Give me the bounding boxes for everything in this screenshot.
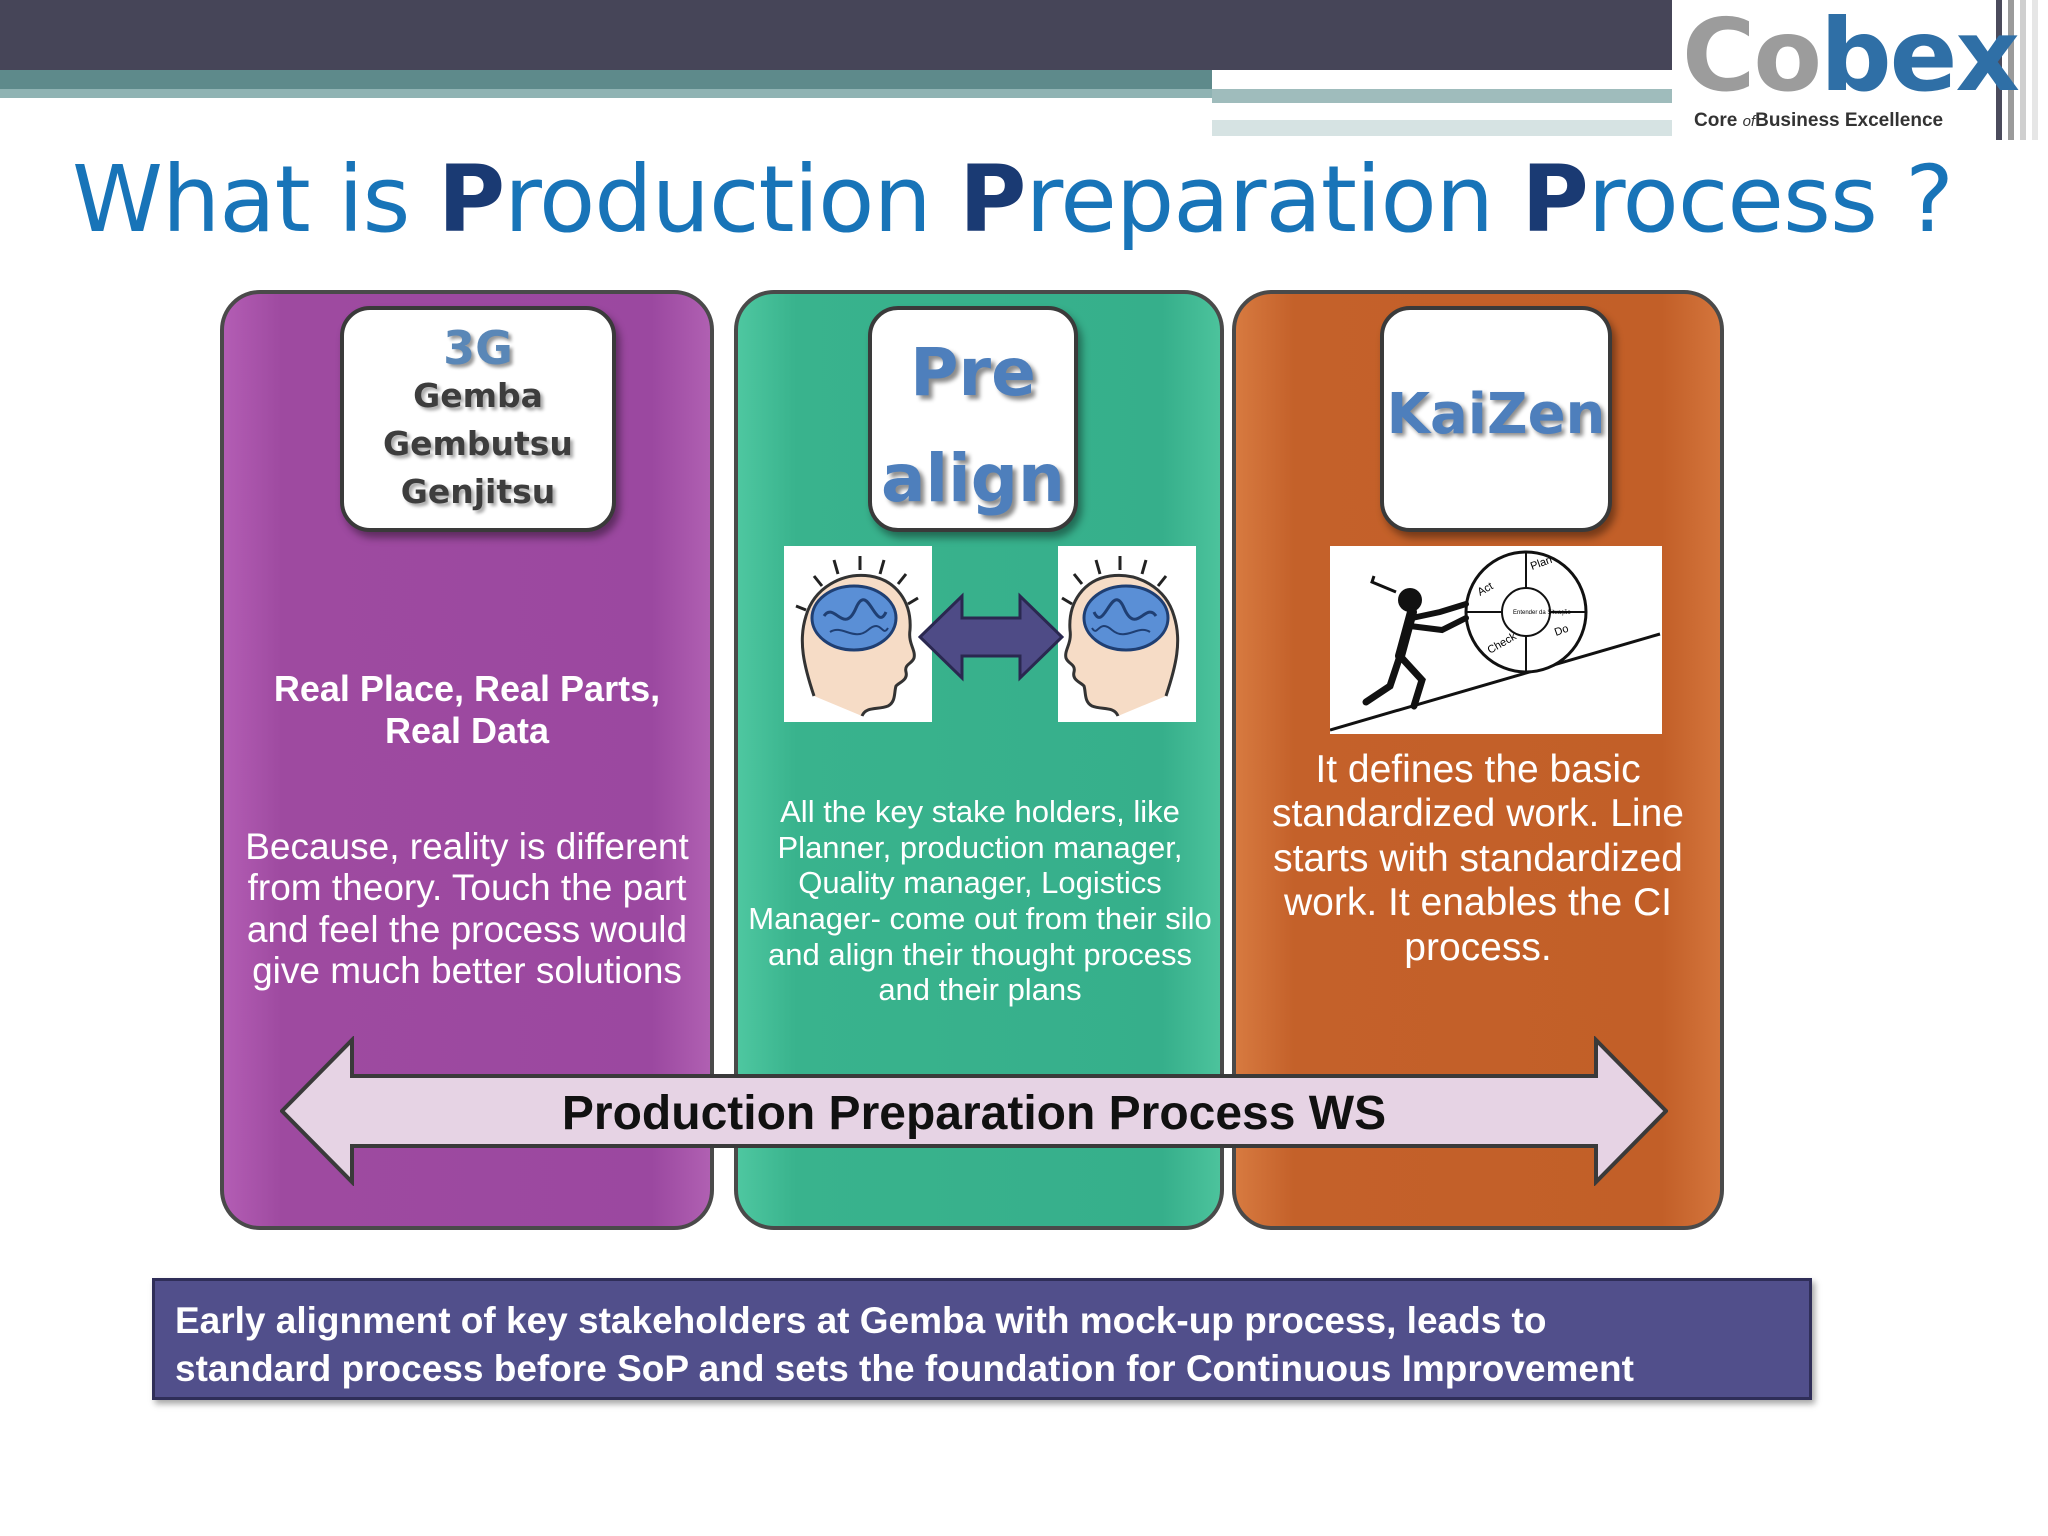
process-arrow <box>280 1036 1668 1186</box>
process-arrow-label: Production Preparation Process WS <box>561 1087 1387 1140</box>
summary-box: Early alignment of key stakeholders at G… <box>152 1278 1812 1400</box>
brain-head-icon <box>1058 546 1196 722</box>
cobex-logo: Cobex Core ofBusiness Excellence <box>1674 0 2020 140</box>
prealign-body: All the key stake holders, like Planner,… <box>748 794 1212 1008</box>
edge-decoration <box>1996 0 2048 140</box>
pdca-wheel-icon: Act Plan Check Do Entender da Situação <box>1329 546 1662 734</box>
gemba-body: Because, reality is different from theor… <box>245 826 689 992</box>
svg-text:Do: Do <box>1553 623 1570 639</box>
slide-title: What is Production Preparation Process ? <box>72 146 1954 253</box>
brain-head-icon <box>784 546 932 722</box>
double-arrow-icon <box>918 592 1064 682</box>
kaizen-box: KaiZen <box>1380 306 1612 532</box>
3g-label: 3G <box>443 321 513 375</box>
genjitsu-label: Genjitsu <box>400 471 556 511</box>
summary-line-1: Early alignment of key stakeholders at G… <box>175 1300 1547 1341</box>
gemba-heading: Real Place, Real Parts, Real Data <box>273 668 661 752</box>
kaizen-label: KaiZen <box>1386 382 1606 447</box>
header-band-teal <box>0 70 1212 89</box>
prealign-box: Pre align <box>868 306 1078 532</box>
svg-text:Entender da Situação: Entender da Situação <box>1513 610 1571 616</box>
3g-box: 3G Gemba Gembutsu Genjitsu <box>340 306 616 532</box>
logo-wordmark: Cobex <box>1682 0 2020 114</box>
align-label: align <box>880 439 1065 517</box>
header-band-teal-light <box>0 89 1212 98</box>
gembutsu-label: Gembutsu <box>383 424 573 464</box>
header-band-dark <box>0 0 1672 70</box>
gemba-label: Gemba <box>413 376 543 416</box>
header-band-right <box>1212 89 1672 103</box>
header-band-right-light <box>1212 120 1672 136</box>
logo-tagline: Core ofBusiness Excellence <box>1694 110 1944 131</box>
kaizen-body: It defines the basic standardized work. … <box>1272 748 1684 969</box>
pre-label: Pre <box>910 334 1036 411</box>
summary-line-2: standard process before SoP and sets the… <box>175 1348 1634 1390</box>
